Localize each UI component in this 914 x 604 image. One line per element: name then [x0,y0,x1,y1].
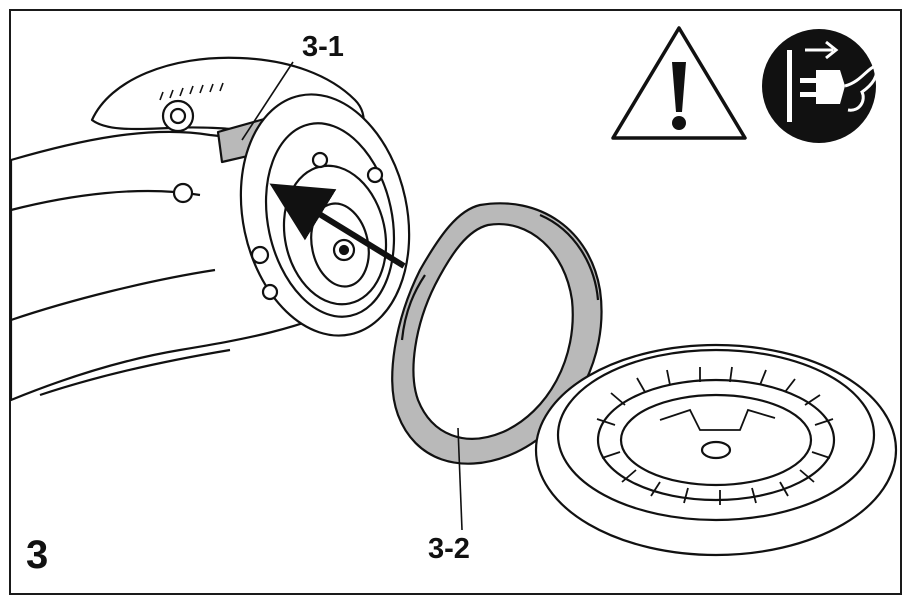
handle-contour-bottom [39,348,231,397]
polisher-tool [9,56,411,402]
figure-number: 3 [26,533,49,577]
warning-triangle-icon [611,26,747,140]
callout-label-3-2: 3-2 [428,533,470,565]
protective-ring [391,202,603,465]
handle-contour-lower [10,268,216,322]
backing-pad [534,343,898,557]
ring-inner-rim [539,213,600,301]
unplug-mains-icon [762,29,878,143]
screw-head [172,182,194,204]
assembly-arrow [269,183,406,269]
ring-outer-face [391,202,603,465]
leader-3-1 [241,61,294,141]
pad-center-hole [700,440,732,460]
callout-label-3-1: 3-1 [302,31,344,63]
pad-ribs [596,366,834,505]
vent-slots [159,82,224,101]
leader-3-2 [457,427,463,531]
